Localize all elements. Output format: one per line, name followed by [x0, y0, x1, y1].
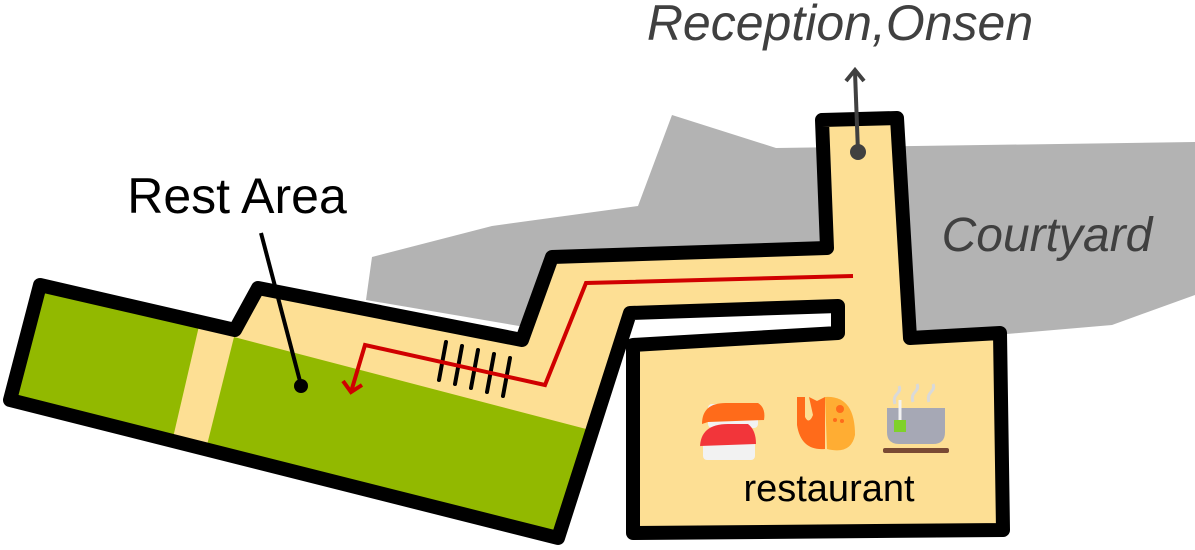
restaurant-label: restaurant [743, 468, 915, 510]
sushi-icon [700, 402, 765, 460]
building-wall-left [3, 111, 1010, 545]
courtyard-label: Courtyard [942, 209, 1154, 262]
shrimp-icon [797, 396, 855, 451]
reception-marker-dot [850, 144, 866, 160]
rest-area-marker-dot [294, 379, 308, 393]
tea-cup-icon [883, 383, 949, 453]
rest-area-leader-line [259, 232, 303, 386]
rest-area-label: Rest Area [127, 168, 347, 224]
reception-onsen-label: Reception,Onsen [647, 0, 1033, 51]
arrow-up-icon [844, 66, 866, 83]
rest-area-floor-left [10, 285, 199, 442]
courtyard-area [366, 115, 1195, 338]
route-path [349, 274, 854, 393]
route-arrow-icon [341, 379, 364, 395]
reception-leader-line [853, 71, 860, 153]
